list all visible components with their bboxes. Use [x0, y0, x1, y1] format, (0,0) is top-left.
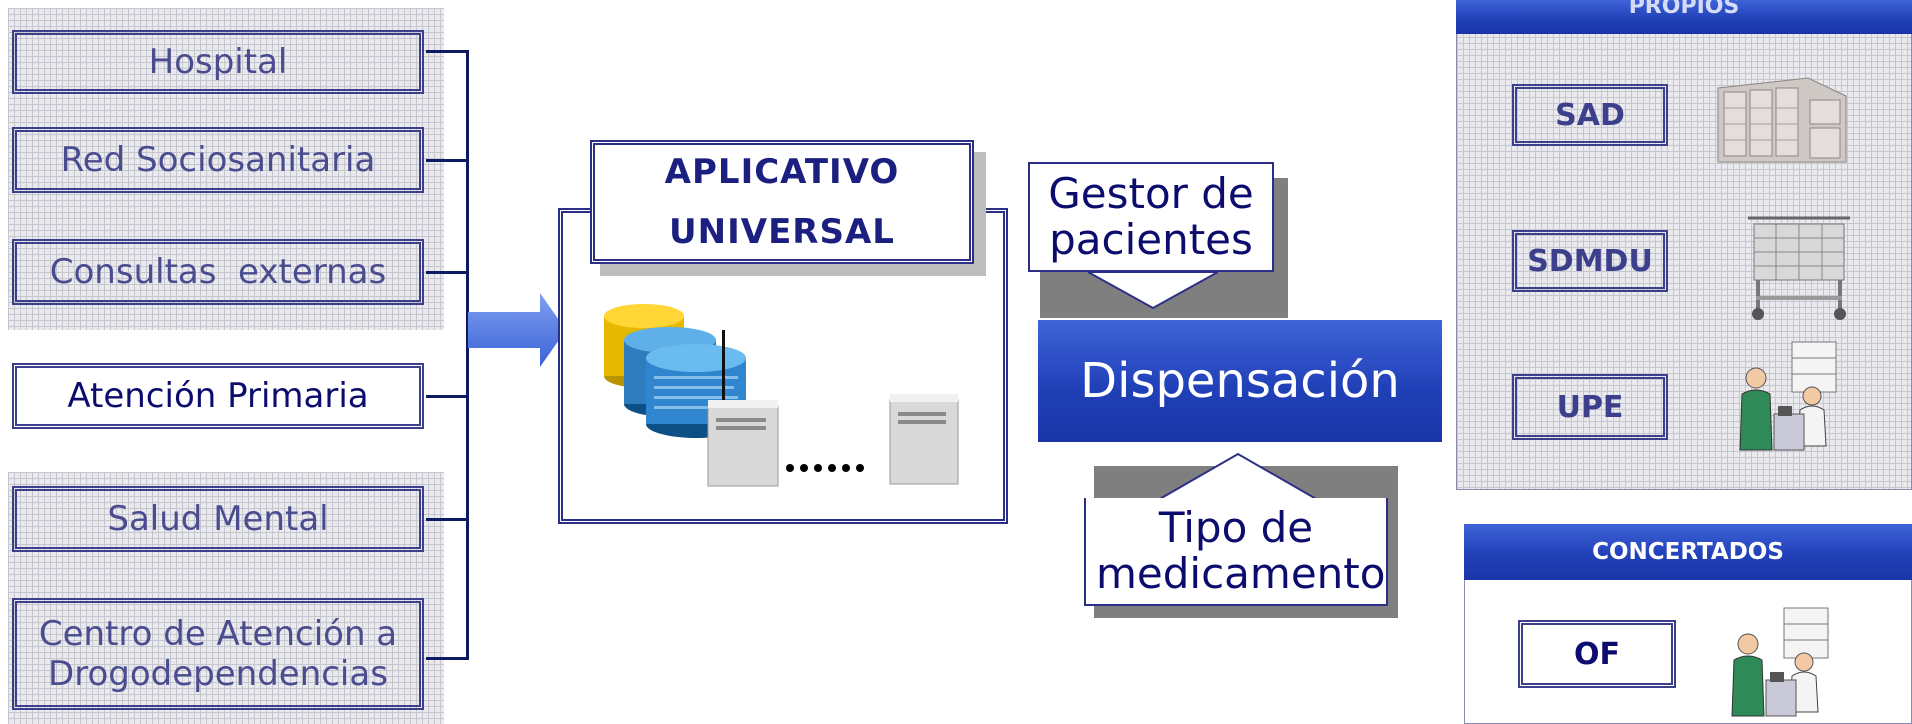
tipo-box: Tipo de medicamento	[1084, 498, 1388, 606]
right-arrow-icon	[468, 293, 566, 367]
pharmacy-counter-icon-2	[1731, 607, 1829, 717]
bracket-tick-hospital	[426, 50, 469, 53]
red-sociosanitaria-label: Red Sociosanitaria	[60, 140, 376, 180]
consultas-externas-label: Consultas externas	[49, 252, 387, 292]
pharmacy-counter-icon	[1739, 341, 1837, 451]
upe-box[interactable]: UPE	[1512, 374, 1668, 440]
hospital-box[interactable]: Hospital	[12, 30, 424, 94]
of-box[interactable]: OF	[1518, 620, 1676, 688]
database-servers-icon	[604, 304, 959, 487]
of-label: OF	[1574, 636, 1620, 672]
consultas-externas-box[interactable]: Consultas externas	[12, 239, 424, 305]
aplicativo-title-box: APLICATIVO UNIVERSAL	[590, 140, 974, 264]
upe-label: UPE	[1556, 389, 1624, 425]
gestor-label: Gestor de pacientes	[1048, 169, 1254, 264]
medication-cart-icon	[1748, 216, 1850, 320]
sad-label: SAD	[1555, 97, 1625, 133]
centro-drogodependencias-box[interactable]: Centro de Atención a Drogodependencias	[12, 598, 424, 710]
propios-header: PROPIOS	[1456, 0, 1912, 34]
down-arrow-icon	[1088, 271, 1218, 310]
bracket-tick-centro	[426, 657, 469, 660]
propios-title: PROPIOS	[1628, 0, 1740, 19]
bracket-tick-salud	[426, 518, 469, 521]
centro-drogodependencias-label: Centro de Atención a Drogodependencias	[38, 614, 398, 694]
up-arrow-icon	[1156, 452, 1320, 501]
bracket-vertical-line	[466, 50, 469, 660]
red-sociosanitaria-box[interactable]: Red Sociosanitaria	[12, 127, 424, 193]
bracket-tick-consultas	[426, 271, 469, 274]
salud-mental-label: Salud Mental	[107, 499, 329, 539]
salud-mental-box[interactable]: Salud Mental	[12, 486, 424, 552]
concertados-title: CONCERTADOS	[1592, 539, 1784, 565]
aplicativo-title: APLICATIVO UNIVERSAL	[664, 152, 900, 252]
dispensacion-label: Dispensación	[1080, 353, 1400, 409]
sdmdu-box[interactable]: SDMDU	[1512, 230, 1668, 292]
tipo-label: Tipo de medicamento	[1096, 503, 1386, 598]
hospital-label: Hospital	[148, 42, 288, 82]
bracket-tick-primaria	[426, 395, 469, 398]
atencion-primaria-label: Atención Primaria	[67, 376, 369, 416]
bracket-tick-red	[426, 159, 469, 162]
left-group-top	[8, 8, 444, 330]
sad-box[interactable]: SAD	[1512, 84, 1668, 146]
gestor-box: Gestor de pacientes	[1028, 162, 1274, 272]
sdmdu-label: SDMDU	[1527, 243, 1653, 279]
atencion-primaria-box[interactable]: Atención Primaria	[12, 363, 424, 429]
dispensacion-box[interactable]: Dispensación	[1038, 320, 1442, 442]
cabinet-icon	[1717, 77, 1847, 163]
concertados-header: CONCERTADOS	[1464, 524, 1912, 580]
